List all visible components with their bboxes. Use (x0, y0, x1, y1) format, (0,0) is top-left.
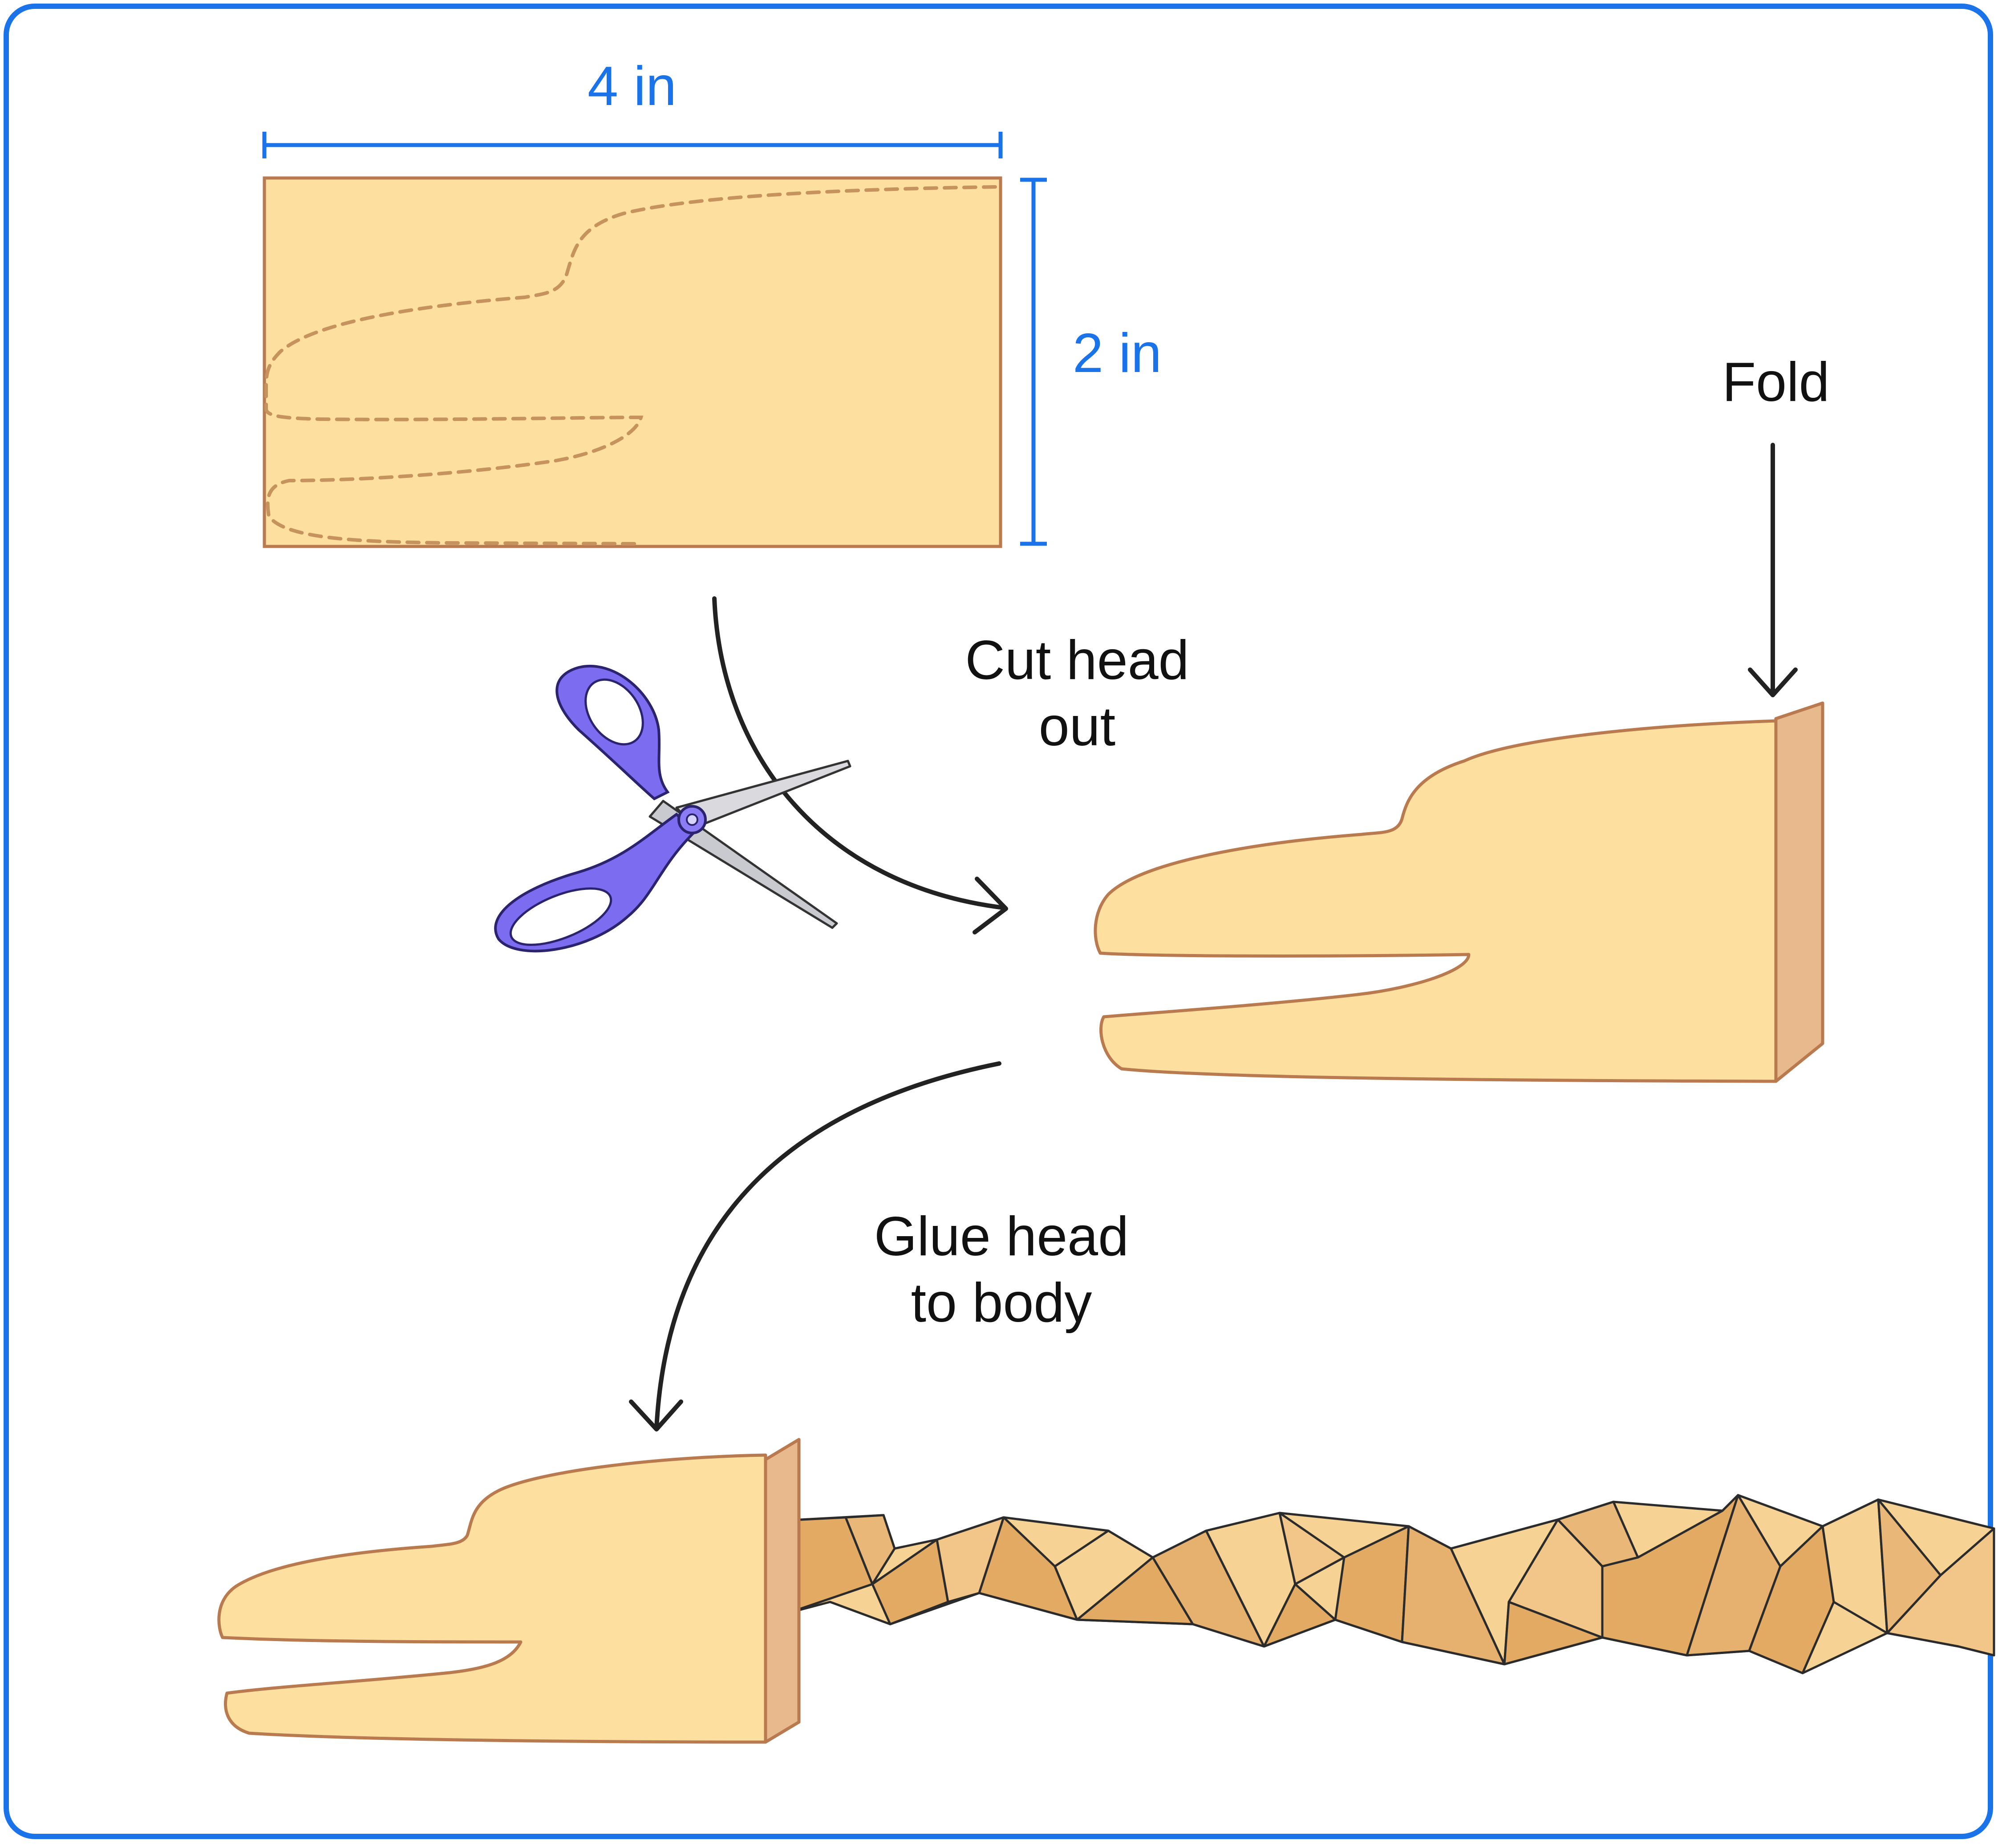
glue-step-line-1: Glue head (874, 1206, 1129, 1267)
glue-step-label: Glue head to body (828, 1204, 1175, 1336)
height-label: 2 in (1073, 323, 1162, 384)
width-dimension-line (262, 132, 1003, 158)
glued-head-shape (217, 1438, 801, 1744)
fold-flap (1774, 701, 1824, 1083)
cut-head-shape (1094, 701, 1824, 1083)
cut-step-line-2: out (1038, 696, 1116, 757)
cut-arrow (712, 596, 1008, 934)
glued-fold-flap (764, 1438, 801, 1744)
scissors-icon (494, 664, 851, 953)
dashed-cut-outline (264, 185, 997, 546)
height-dimension-line (1020, 178, 1047, 546)
fold-arrow (1748, 443, 1798, 697)
fold-label: Fold (1722, 352, 1830, 413)
glue-step-line-2: to body (911, 1272, 1092, 1334)
width-label: 4 in (588, 56, 677, 117)
paper-rectangle (263, 176, 1002, 548)
head-body (1094, 719, 1778, 1083)
cut-step-line-1: Cut head (965, 630, 1189, 691)
glued-head-body (217, 1453, 767, 1744)
accordion-body (758, 1494, 1995, 1674)
cut-step-label: Cut head out (908, 627, 1246, 760)
glue-arrow (629, 1061, 1001, 1431)
